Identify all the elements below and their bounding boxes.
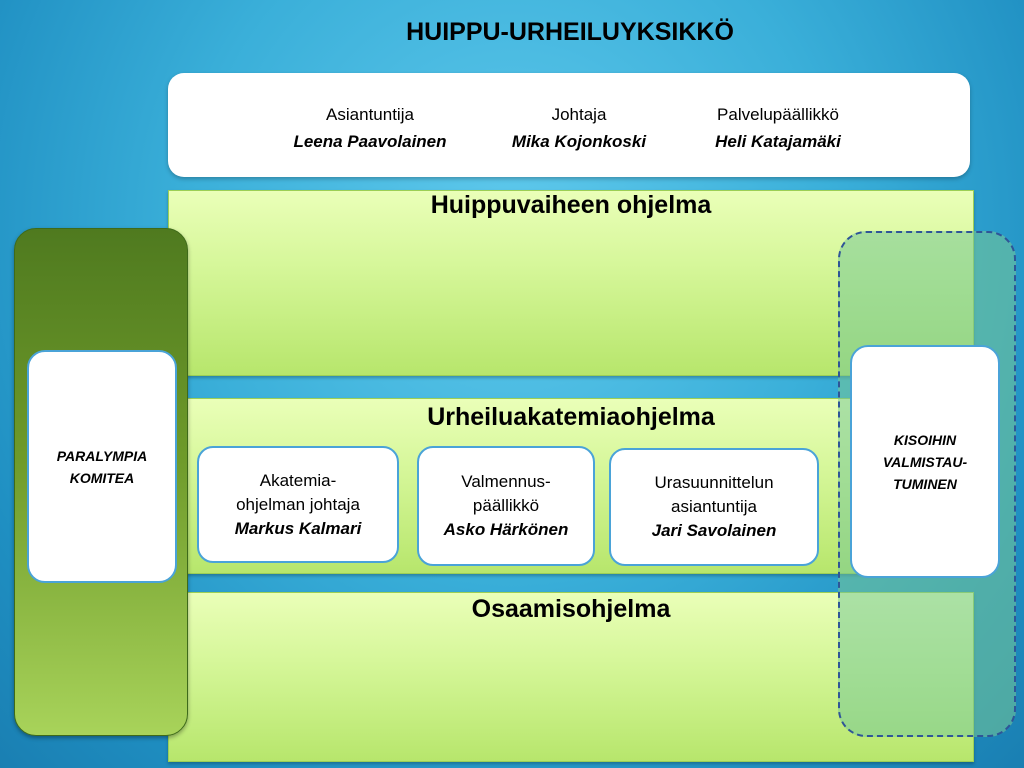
diagram-title: HUIPPU-URHEILUYKSIKKÖ xyxy=(406,18,734,46)
leadership-director-role: Johtaja xyxy=(551,105,607,124)
leadership-expert-role: Asiantuntija xyxy=(326,105,414,124)
games-prep-label-line1: KISOIHIN xyxy=(893,431,957,448)
paralympic-label-line1: PARALYMPIA xyxy=(56,447,148,464)
leadership-service-manager: Palvelupäällikkö Heli Katajamäki xyxy=(690,101,866,155)
band-top-title: Huippuvaiheen ohjelma xyxy=(430,191,712,219)
person-card-career-planning-expert: Urasuunnittelun asiantuntija Jari Savola… xyxy=(609,448,819,566)
band-bottom-title: Osaamisohjelma xyxy=(471,595,671,623)
person-role-line1: Urasuunnittelun xyxy=(654,473,774,492)
person-name: Asko Härkönen xyxy=(443,520,569,539)
person-card-academy-director: Akatemia- ohjelman johtaja Markus Kalmar… xyxy=(197,446,399,563)
person-name: Jari Savolainen xyxy=(651,521,777,540)
games-preparation-card: KISOIHIN VALMISTAU- TUMINEN xyxy=(850,345,1000,578)
person-role-line1: Valmennus- xyxy=(461,472,551,491)
band-middle-title: Urheiluakatemiaohjelma xyxy=(427,403,715,431)
games-prep-label-line2: VALMISTAU- xyxy=(882,453,968,470)
person-name: Markus Kalmari xyxy=(234,518,362,538)
leadership-service-manager-role: Palvelupäällikkö xyxy=(717,105,839,124)
person-role-line2: asiantuntija xyxy=(670,497,757,516)
games-prep-label-line3: TUMINEN xyxy=(893,475,957,492)
leadership-box: Asiantuntija Leena Paavolainen Johtaja M… xyxy=(168,73,970,177)
person-role-line2: ohjelman johtaja xyxy=(236,494,360,514)
person-card-coaching-manager: Valmennus- päällikkö Asko Härkönen xyxy=(417,446,595,566)
leadership-director: Johtaja Mika Kojonkoski xyxy=(486,101,672,155)
leadership-expert-name: Leena Paavolainen xyxy=(293,132,447,151)
paralympic-label-line2: KOMITEA xyxy=(69,469,135,486)
leadership-director-name: Mika Kojonkoski xyxy=(511,132,647,151)
leadership-expert: Asiantuntija Leena Paavolainen xyxy=(290,101,450,155)
leadership-service-manager-name: Heli Katajamäki xyxy=(715,132,841,151)
person-role-line2: päällikkö xyxy=(472,496,540,515)
person-role-line1: Akatemia- xyxy=(259,470,337,490)
paralympic-committee-card: PARALYMPIA KOMITEA xyxy=(27,350,177,583)
